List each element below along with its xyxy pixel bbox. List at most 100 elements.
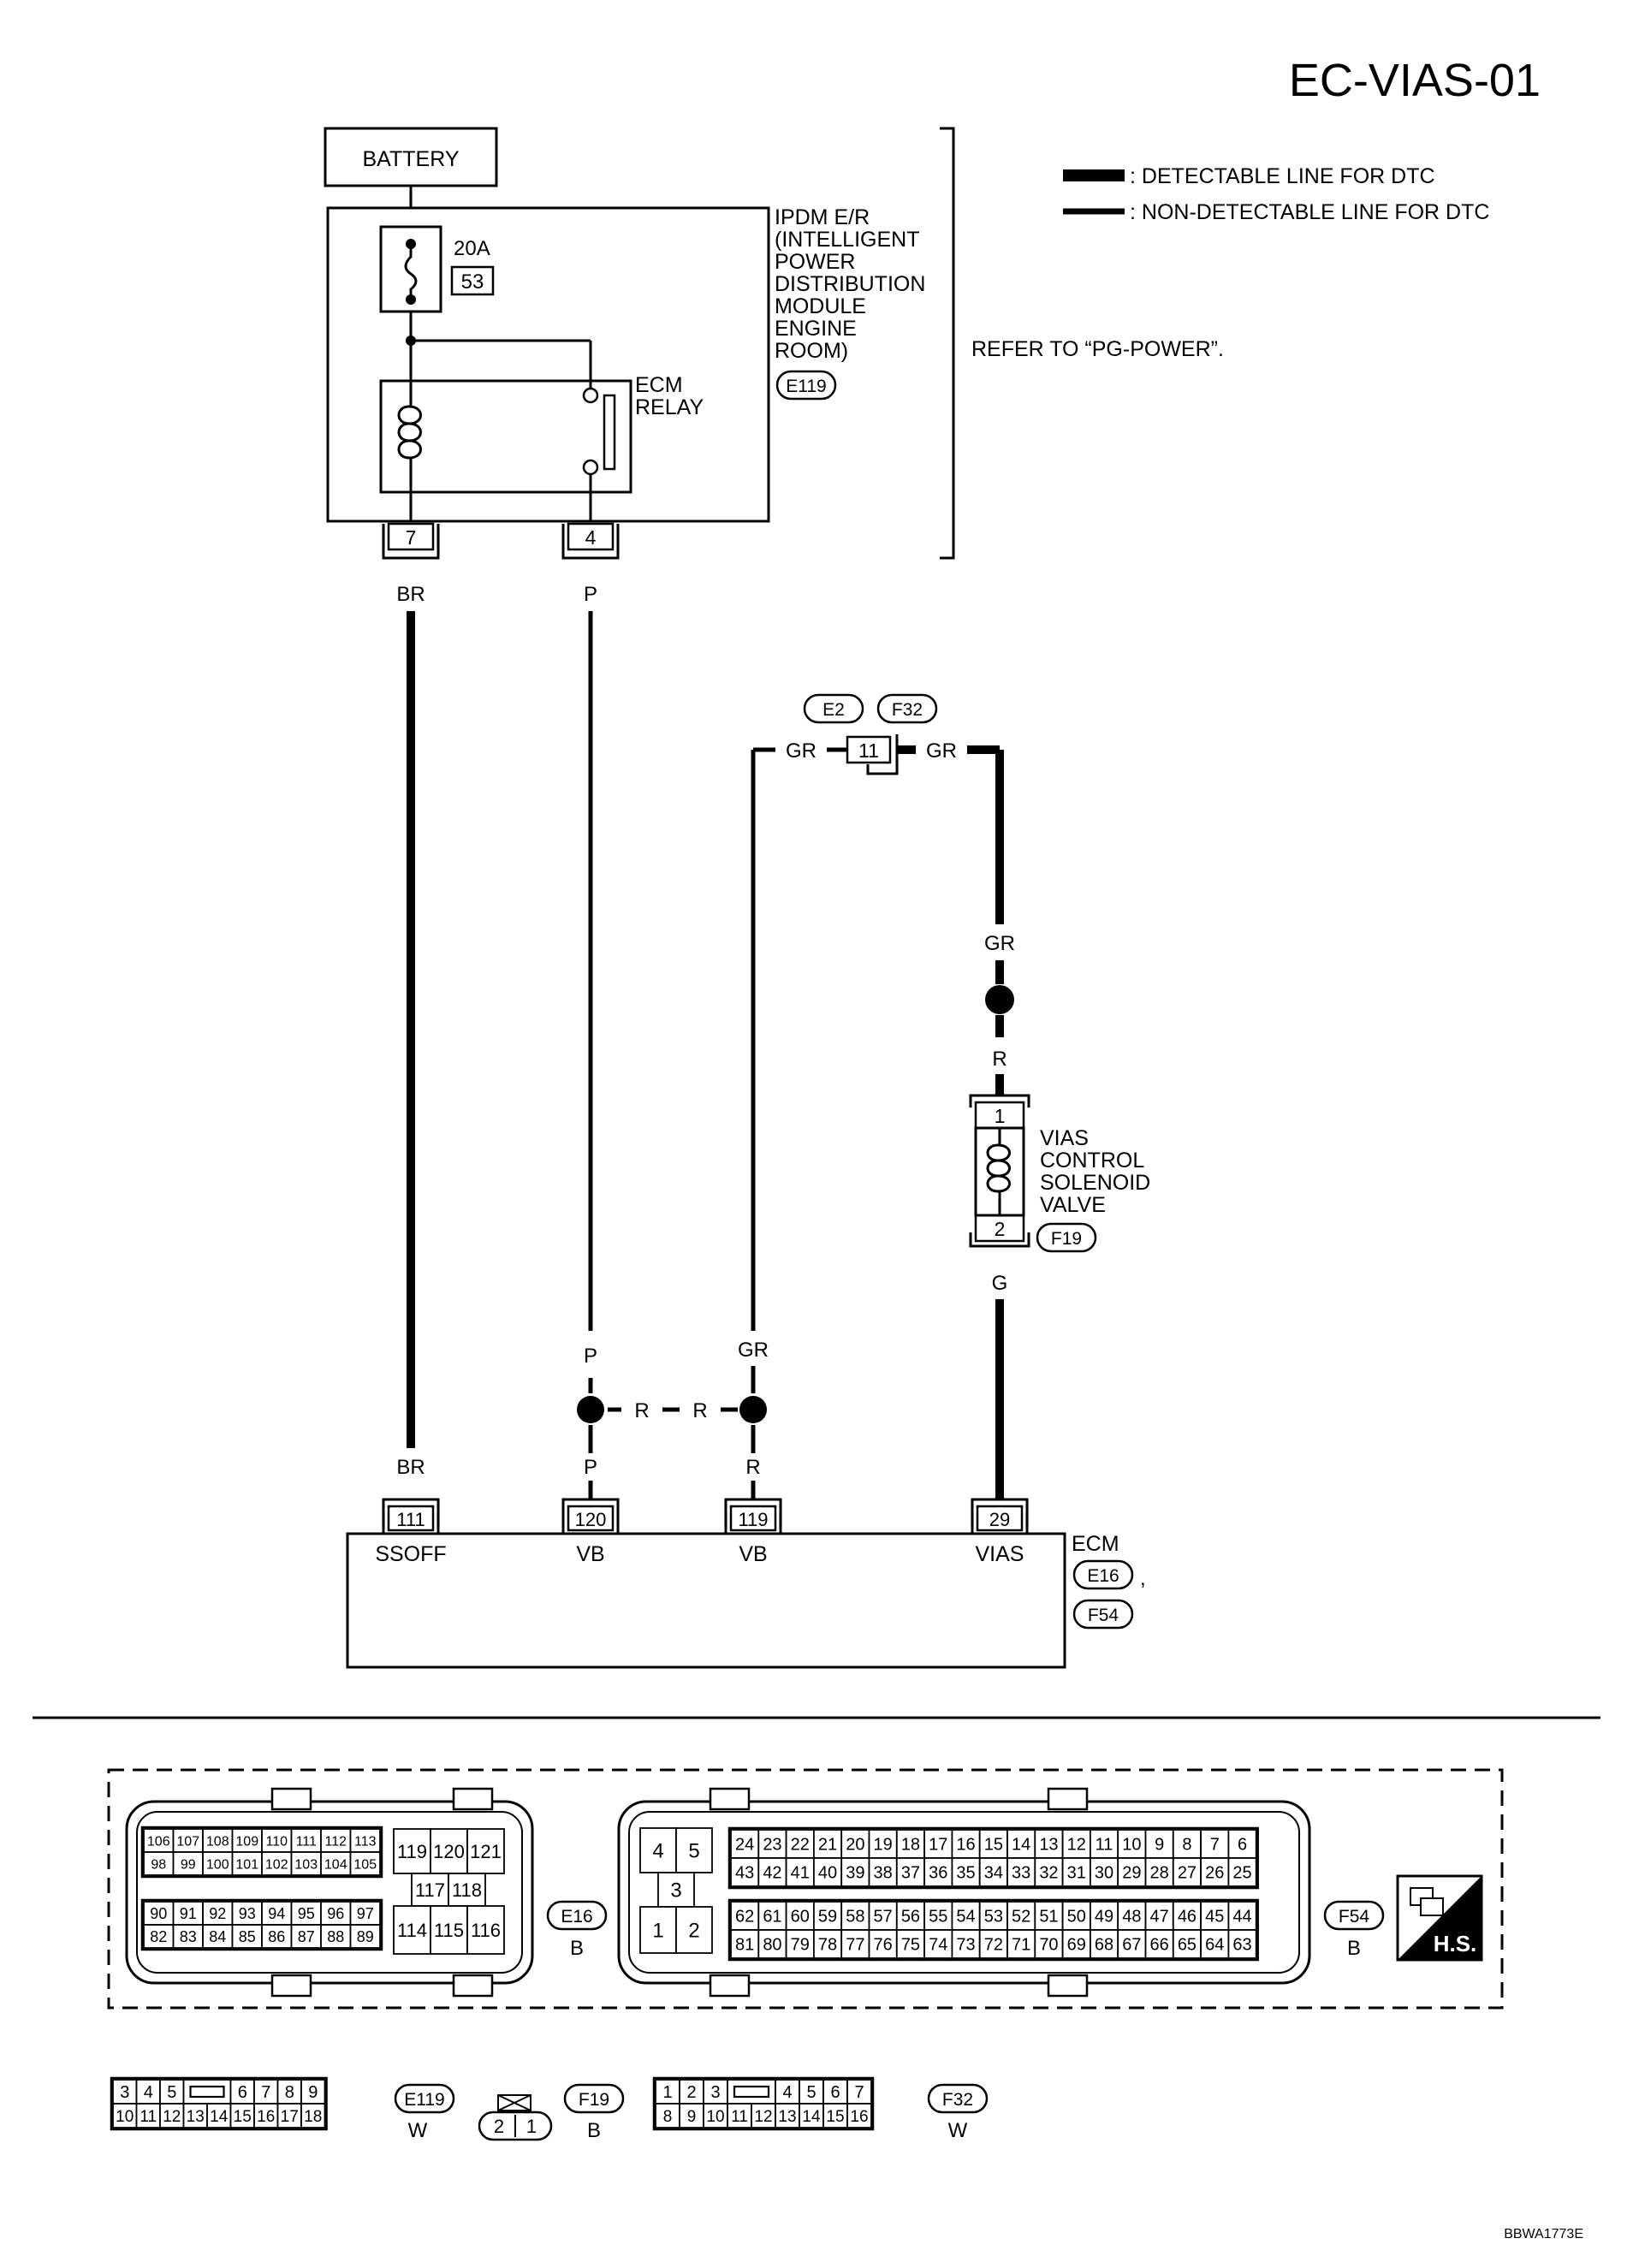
svg-text:B: B [570, 1937, 584, 1960]
connector-block-outline [727, 1898, 1259, 1962]
connector-cavity: 5 [159, 2079, 185, 2105]
ipdm-connector-tag: E119 [775, 370, 837, 401]
svg-text:15: 15 [234, 2108, 252, 2126]
svg-text:F54: F54 [1339, 1907, 1370, 1927]
wire-gr-right: GR GR R G [897, 739, 1015, 1499]
connector-cavity: 99 [172, 1851, 204, 1876]
connector-cavity: 14 [1007, 1829, 1036, 1859]
svg-text:105: 105 [353, 1857, 377, 1872]
connector-cavity: 104 [320, 1851, 352, 1876]
connector-cavity: 92 [202, 1901, 234, 1926]
svg-text:111: 111 [296, 1834, 317, 1849]
connector-block-outline [110, 2076, 328, 2131]
svg-text:B: B [1347, 1937, 1361, 1960]
svg-text:113: 113 [354, 1834, 377, 1849]
svg-text:30: 30 [1095, 1864, 1113, 1883]
svg-text:107: 107 [176, 1834, 199, 1849]
svg-text:3: 3 [120, 2083, 129, 2102]
connector-cavity: 118 [448, 1873, 486, 1907]
hs-label: H.S. [1434, 1931, 1477, 1956]
svg-text:95: 95 [298, 1905, 315, 1922]
connector-cavity: 15 [822, 2103, 848, 2128]
connector-cavity: 71 [1007, 1929, 1036, 1959]
connector-cavity: 27 [1172, 1857, 1202, 1887]
svg-text:63: 63 [1232, 1936, 1251, 1955]
svg-text:65: 65 [1178, 1936, 1197, 1955]
svg-text:9: 9 [1155, 1836, 1164, 1855]
svg-text:VALVE: VALVE [1040, 1193, 1106, 1217]
connector-cavity: 25 [1227, 1857, 1257, 1887]
svg-text:BR: BR [396, 1456, 425, 1479]
svg-text:8: 8 [1182, 1836, 1191, 1855]
svg-text:9: 9 [687, 2108, 697, 2126]
svg-text:E119: E119 [786, 377, 827, 396]
connector-cavity: 86 [261, 1924, 293, 1949]
connector-cavity: 13 [1034, 1829, 1064, 1859]
svg-text:80: 80 [763, 1936, 781, 1955]
svg-text:13: 13 [1039, 1836, 1058, 1855]
connector-cavity: 16 [951, 1829, 981, 1859]
svg-text:98: 98 [151, 1857, 166, 1872]
svg-text:83: 83 [180, 1928, 197, 1945]
connector-cavity: 11 [135, 2103, 161, 2128]
svg-text:5: 5 [806, 2083, 816, 2102]
connector-cavity: 3 [112, 2079, 138, 2105]
connector-cavity: 95 [290, 1901, 322, 1926]
connector-block-outline [140, 1826, 383, 1879]
svg-text:SSOFF: SSOFF [375, 1542, 446, 1566]
svg-text:38: 38 [874, 1864, 893, 1883]
svg-text:35: 35 [956, 1864, 975, 1883]
svg-text:47: 47 [1150, 1908, 1169, 1927]
svg-text:3: 3 [670, 1879, 681, 1903]
connector-cavity: 44 [1227, 1901, 1257, 1931]
svg-text:12: 12 [754, 2108, 772, 2126]
svg-text:68: 68 [1095, 1936, 1113, 1955]
svg-text:(INTELLIGENT: (INTELLIGENT [775, 228, 919, 252]
figure-id: BBWA1773E [1504, 2227, 1583, 2241]
svg-text:76: 76 [874, 1936, 893, 1955]
legend-non-detectable: : NON-DETECTABLE LINE FOR DTC [1130, 200, 1489, 224]
connector-cavity: 1 [639, 1906, 677, 1954]
svg-text:F32: F32 [892, 700, 923, 720]
connector-cavity: 52 [1007, 1901, 1036, 1931]
connector-cavity: 84 [202, 1924, 234, 1949]
svg-text:39: 39 [846, 1864, 864, 1883]
splice-p [577, 1396, 604, 1423]
connector-cavity: 2 [675, 1906, 713, 1954]
svg-text:ENGINE: ENGINE [775, 317, 857, 341]
hs-symbol: H.S. [1396, 1874, 1483, 1962]
svg-text:G: G [992, 1272, 1008, 1295]
connector-cavity: 100 [202, 1851, 234, 1876]
svg-text:21: 21 [818, 1836, 837, 1855]
svg-text:GR: GR [984, 932, 1015, 955]
svg-text:43: 43 [735, 1864, 754, 1883]
svg-text:79: 79 [791, 1936, 810, 1955]
svg-text:37: 37 [901, 1864, 920, 1883]
connector-cavity: 87 [290, 1924, 322, 1949]
connector-cavity: 50 [1061, 1901, 1091, 1931]
svg-text:110: 110 [265, 1834, 288, 1849]
svg-text:16: 16 [257, 2108, 275, 2126]
svg-text:66: 66 [1150, 1936, 1169, 1955]
svg-text:100: 100 [206, 1857, 229, 1872]
connector-cavity: 34 [978, 1857, 1008, 1887]
connector-cavity: 29 [1117, 1857, 1147, 1887]
connector-cavity: 17 [276, 2103, 302, 2128]
connector-cavity: 103 [290, 1851, 322, 1876]
connector-cavity: 69 [1061, 1929, 1091, 1959]
svg-text:3: 3 [710, 2083, 720, 2102]
svg-text:6: 6 [830, 2083, 840, 2102]
connector-cavity: 16 [846, 2103, 872, 2128]
connector-cavity: 4 [135, 2079, 161, 2105]
battery-box: BATTERY [324, 127, 498, 187]
ecm-relay-label-1: ECM [635, 373, 683, 397]
svg-text:18: 18 [901, 1836, 920, 1855]
connector-cavity: 107 [172, 1828, 204, 1853]
svg-text:27: 27 [1178, 1864, 1197, 1883]
svg-text:88: 88 [327, 1928, 344, 1945]
connector-cavity: 18 [895, 1829, 926, 1859]
connector-cavity: 72 [978, 1929, 1008, 1959]
svg-text:7: 7 [261, 2083, 270, 2102]
connector-cavity: 111 [290, 1828, 322, 1853]
